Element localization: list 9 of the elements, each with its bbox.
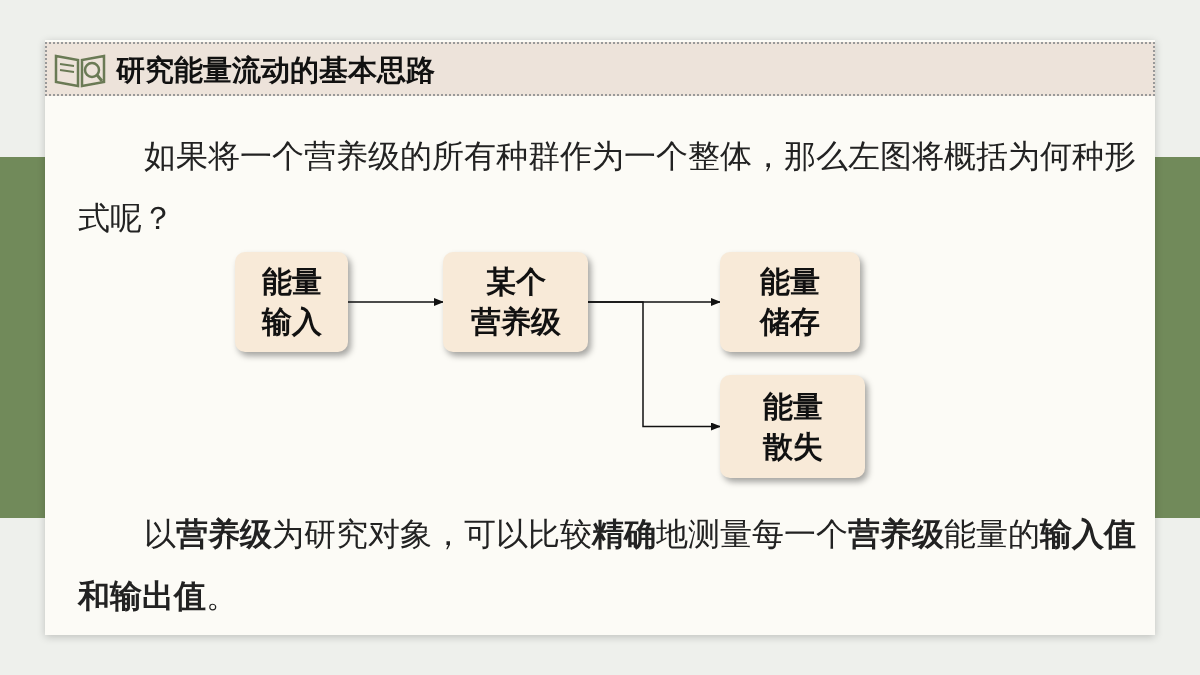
- arrow: [587, 301, 721, 431]
- process-box: 能量储存: [720, 252, 860, 352]
- question-text: 如果将一个营养级的所有种群作为一个整体，那么左图将概括为何种形式呢？: [78, 136, 1137, 239]
- process-box: 能量输入: [235, 252, 348, 352]
- arrow: [347, 298, 444, 306]
- process-box: 能量散失: [720, 375, 865, 478]
- process-box: 某个营养级: [443, 252, 588, 352]
- body-text: 以营养级为研究对象，可以比较精确地测量每一个营养级能量的输入值和输出值。: [78, 514, 1137, 617]
- heading: 研究能量流动的基本思路: [116, 52, 435, 89]
